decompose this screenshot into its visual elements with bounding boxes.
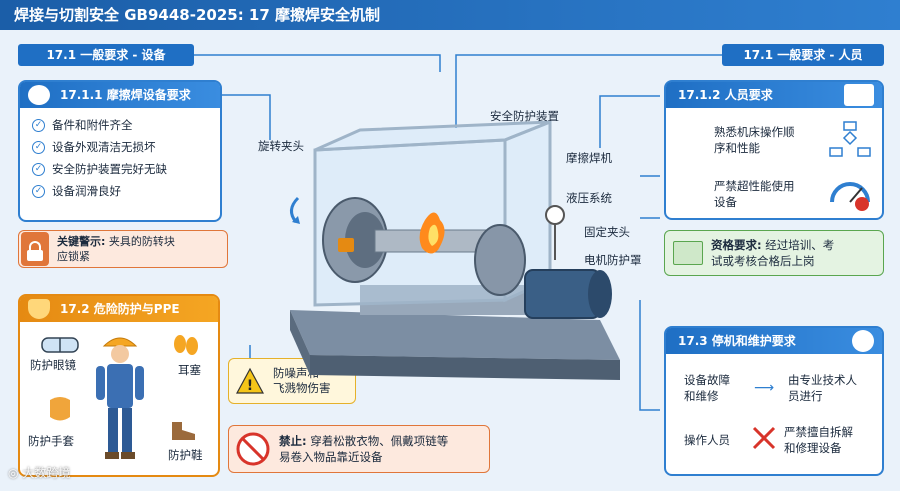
ppe-card-title: 17.2 危险防护与PPE: [60, 302, 180, 316]
earplugs-label: 耳塞: [178, 363, 201, 377]
stop-card-title: 17.3 停机和维护要求: [678, 334, 796, 348]
gear-check-icon: [28, 85, 50, 105]
friction-welder-label: 摩擦焊机: [566, 151, 612, 165]
shoes-label: 防护鞋: [168, 448, 203, 462]
stop-maintenance-card: 17.3 停机和维护要求 设备故障 和维修 ⟶ 由专业技术人 员进行 操作人员 …: [664, 326, 884, 476]
worker-figure: [96, 337, 144, 459]
personnel-requirements-card: 17.1.2 人员要求 熟悉机床操作顺 序和性能 严禁超性能使用 设备: [664, 80, 884, 220]
equipment-requirements-card: 17.1.1 摩擦焊设备要求 ✓备件和附件齐全 ✓设备外观清洁无损坏 ✓安全防护…: [18, 80, 222, 222]
spark-flame: [419, 212, 445, 254]
arrow-right-icon: ⟶: [754, 380, 775, 396]
worker-id-icon: [844, 84, 874, 106]
lock-icon: [21, 232, 49, 266]
noise-warning-box: ! 防噪声和 飞溅物伤害: [228, 358, 356, 404]
personnel-card-title: 17.1.2 人员要求: [678, 88, 773, 102]
pressure-gauge: [545, 205, 565, 260]
equipment-card-header: 17.1.1 摩擦焊设备要求: [20, 82, 220, 108]
page-title: 焊接与切割安全 GB9448-2025: 17 摩擦焊安全机制: [0, 0, 900, 30]
certificate-icon: [673, 241, 703, 265]
equipment-item: ✓设备润滑良好: [20, 180, 220, 202]
tools-prohibited-icon: [752, 426, 776, 450]
qualification-box: 资格要求: 经过培训、考 试或考核合格后上岗: [664, 230, 884, 276]
stop-card-header: 17.3 停机和维护要求: [666, 328, 882, 354]
equipment-item: ✓安全防护装置完好无缺: [20, 158, 220, 180]
goggles-icon: [41, 337, 79, 353]
check-icon: ✓: [32, 140, 45, 154]
fixed-chuck: [474, 224, 526, 296]
rotating-chuck-label: 旋转夹头: [258, 139, 304, 153]
watermark: ◎ 大数跨境: [8, 466, 71, 480]
check-icon: ✓: [32, 162, 45, 176]
warning-triangle-icon: !: [235, 367, 265, 394]
section-personnel-pill: 17.1 一般要求 - 人员: [722, 44, 884, 66]
ppe-card: 17.2 危险防护与PPE: [18, 294, 220, 477]
flowchart-icon: [829, 121, 871, 157]
rotating-chuck: [322, 197, 388, 283]
check-icon: ✓: [32, 118, 45, 132]
equipment-item: ✓备件和附件齐全: [20, 114, 220, 136]
operator-right: 严禁擅自拆解 和修理设备: [784, 425, 853, 455]
prohibition-box: 禁止: 穿着松散衣物、佩戴项链等 易卷入物品靠近设备: [228, 425, 490, 473]
earplugs-icon: [174, 335, 198, 355]
fault-right: 由专业技术人 员进行: [788, 373, 857, 403]
motor-guard-label: 电机防护罩: [584, 253, 642, 267]
hydraulic-label: 液压系统: [566, 191, 612, 205]
section-equipment-pill: 17.1 一般要求 - 设备: [18, 44, 194, 66]
ppe-card-header: 17.2 危险防护与PPE: [20, 296, 218, 322]
shoes-icon: [172, 422, 195, 440]
operator-left: 操作人员: [684, 433, 730, 447]
svg-text:!: !: [247, 378, 253, 394]
equipment-card-title: 17.1.1 摩擦焊设备要求: [60, 88, 191, 102]
prohibited-icon: [236, 432, 270, 466]
fixed-chuck-label: 固定夹头: [584, 225, 630, 239]
person-item-1: 熟悉机床操作顺 序和性能: [714, 125, 795, 155]
person-item-2: 严禁超性能使用 设备: [714, 179, 795, 209]
goggles-label: 防护眼镜: [30, 358, 76, 372]
equipment-item: ✓设备外观清洁无损坏: [20, 136, 220, 158]
ppe-illustration: [41, 335, 198, 459]
gloves-label: 防护手套: [28, 434, 74, 448]
personnel-card-header: 17.1.2 人员要求: [666, 82, 882, 108]
motor: [524, 269, 612, 319]
key-warning-box: 关键警示: 夹具的防转块 应锁紧: [18, 230, 228, 268]
gloves-icon: [50, 397, 70, 421]
overload-gauge-icon: [830, 182, 870, 211]
power-icon: [852, 330, 874, 352]
shield-icon: [28, 299, 50, 319]
guard-label: 安全防护装置: [490, 109, 559, 123]
fault-left: 设备故障 和维修: [684, 373, 730, 403]
friction-welder-illustration: [290, 119, 620, 380]
watermark-logo-icon: ◎: [8, 466, 19, 480]
check-icon: ✓: [32, 184, 45, 198]
